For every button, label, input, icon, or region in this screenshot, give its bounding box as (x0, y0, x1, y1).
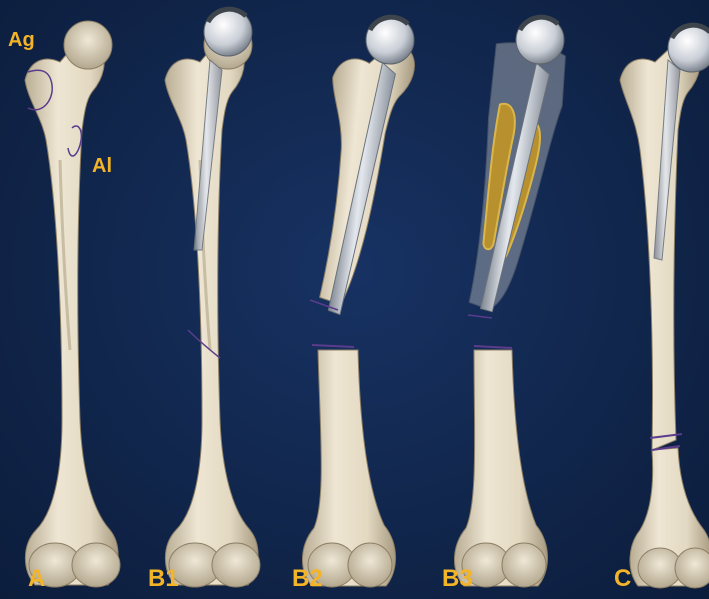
panel-b3-femur (454, 16, 568, 587)
panel-label-b3: B3 (442, 565, 473, 592)
panel-label-a: A (28, 565, 45, 592)
panel-a-femur (25, 21, 120, 587)
annotation-ag: Ag (8, 29, 35, 51)
panel-b2-femur (302, 16, 416, 587)
panel-label-b2: B2 (292, 565, 323, 592)
panel-label-c: C (614, 565, 631, 592)
panel-c-femur (620, 24, 709, 588)
annotation-al: Al (92, 155, 112, 177)
panel-b1-femur (165, 8, 260, 587)
panel-label-b1: B1 (148, 565, 179, 592)
